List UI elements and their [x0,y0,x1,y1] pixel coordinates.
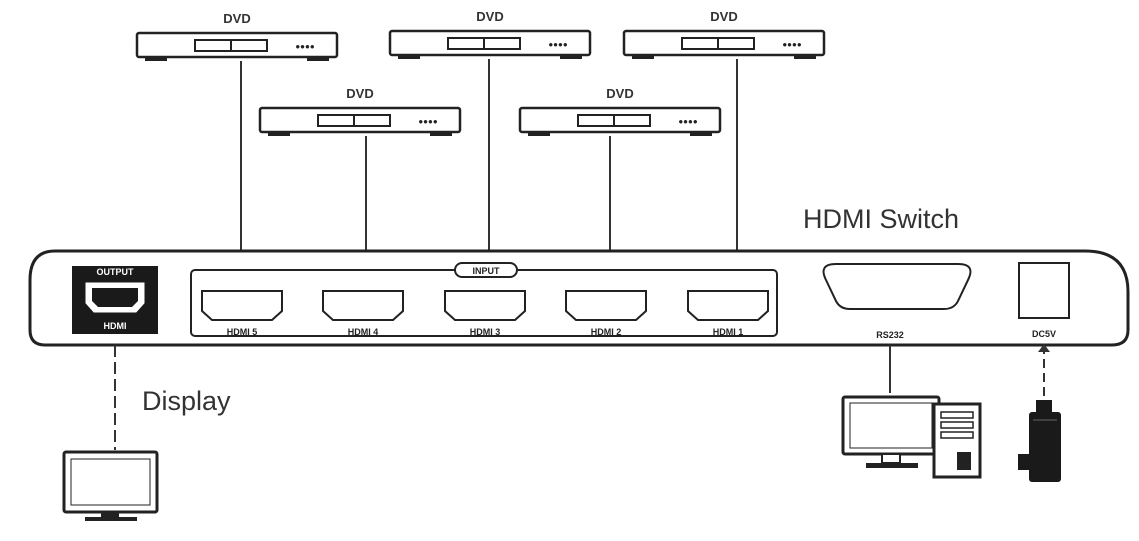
port-label: HDMI 2 [591,327,622,337]
output-port: OUTPUT HDMI [72,266,158,334]
computer-icon [841,395,982,479]
hdmi-input-5: HDMI 5 [201,290,283,337]
power-socket-icon [1018,262,1070,319]
svg-text:●●●●: ●●●● [295,42,314,51]
dvd-label: DVD [710,9,737,24]
dvd-label: DVD [223,11,250,26]
switch-title: HDMI Switch [803,204,959,234]
svg-text:●●●●: ●●●● [678,117,697,126]
dvd-label: DVD [346,86,373,101]
power-label: DC5V [1032,329,1056,339]
port-label: HDMI 4 [348,327,379,337]
display-label: Display [142,386,231,416]
output-tag: OUTPUT [97,267,135,277]
output-port-label: HDMI [104,321,127,331]
hdmi-port-icon [201,290,283,321]
rs232-label: RS232 [876,330,904,340]
dvd-label: DVD [606,86,633,101]
rs232-port: RS232 [822,263,972,340]
power-adapter-icon [1018,400,1061,482]
power-port: DC5V [1018,262,1070,339]
hdmi-port-icon [687,290,769,321]
svg-text:●●●●: ●●●● [418,117,437,126]
dvd-label: DVD [476,9,503,24]
dvd-player: DVD ●●●● [518,86,722,136]
dvd-player: DVD ●●●● [622,9,826,59]
input-tag: INPUT [473,266,501,276]
hdmi-port-icon [322,290,404,321]
serial-port-icon [822,263,972,310]
port-label: HDMI 1 [713,327,744,337]
hdmi-input-3: HDMI 3 [444,290,526,337]
hdmi-input-2: HDMI 2 [565,290,647,337]
svg-text:●●●●: ●●●● [548,40,567,49]
hdmi-port-icon [444,290,526,321]
hdmi-input-1: HDMI 1 [687,290,769,337]
hdmi-input-4: HDMI 4 [322,290,404,337]
svg-text:●●●●: ●●●● [782,40,801,49]
dvd-player: DVD ●●●● [388,9,592,59]
input-cables [240,59,738,251]
dvd-player: DVD ●●●● [135,11,339,61]
port-label: HDMI 3 [470,327,501,337]
monitor-icon [62,450,159,521]
port-label: HDMI 5 [227,327,258,337]
dvd-player: DVD ●●●● [258,86,462,136]
hdmi-port-icon [565,290,647,321]
